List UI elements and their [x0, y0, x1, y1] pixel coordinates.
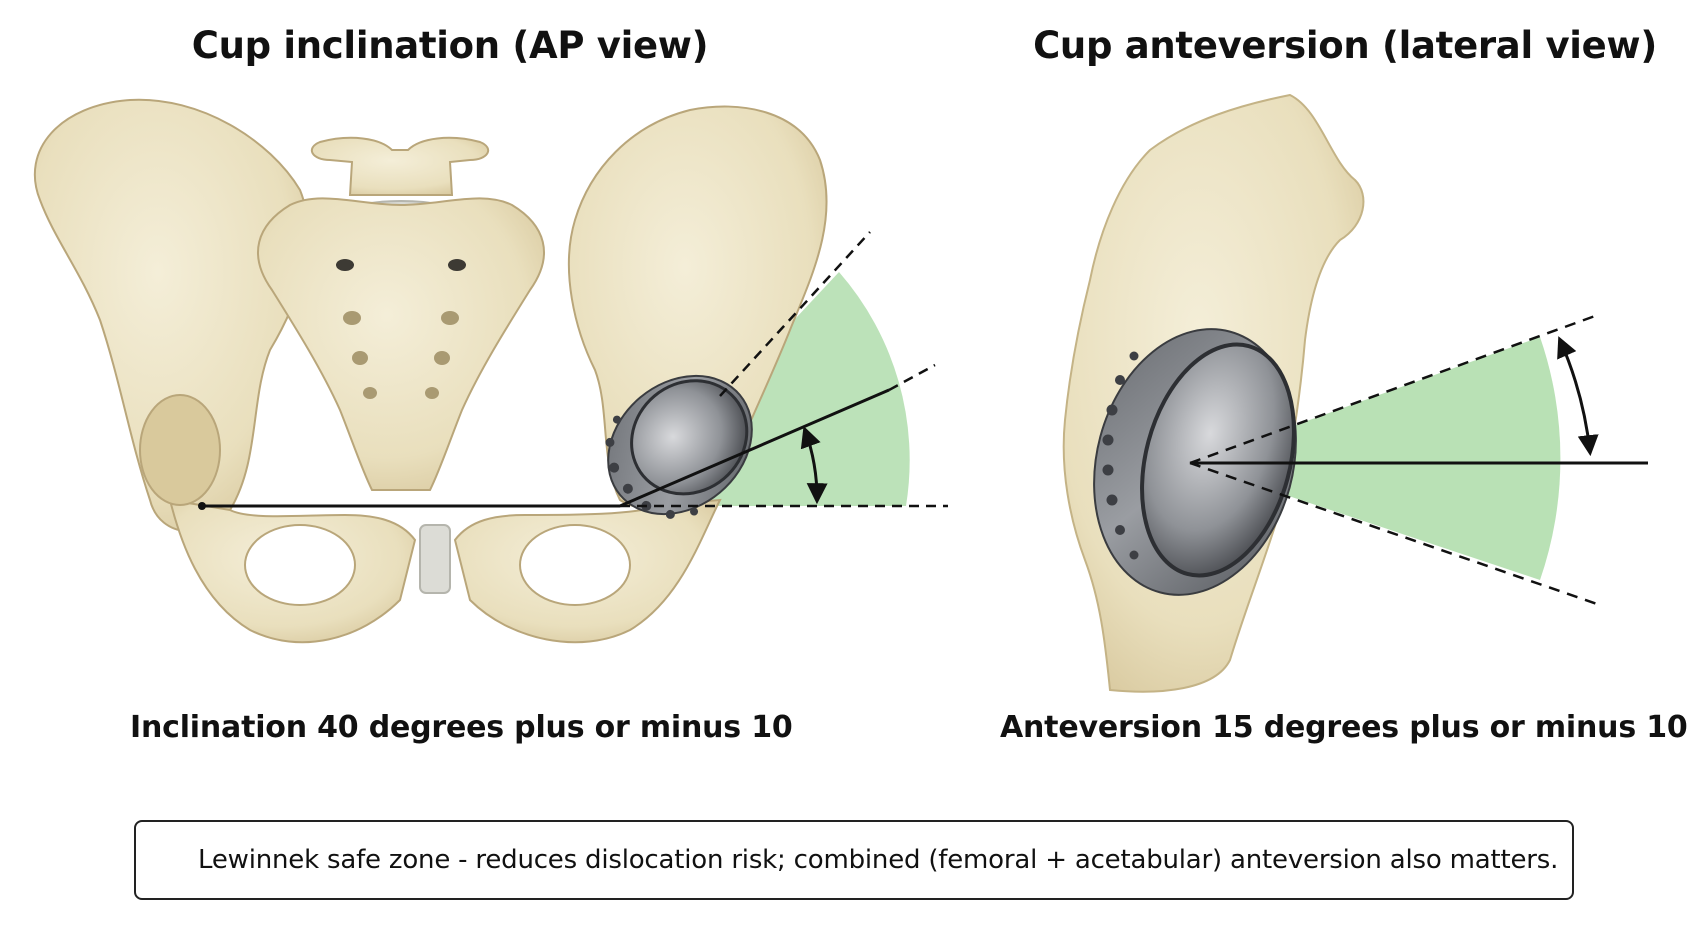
safe-zone-note-text: Lewinnek safe zone - reduces dislocation… — [198, 845, 1559, 875]
left-obturator-foramen — [244, 524, 356, 606]
inclination-cup-axis — [619, 388, 890, 508]
left-ilium — [34, 98, 310, 533]
inclination-panel-title: Cup inclination (AP view) — [191, 24, 709, 67]
anteversion-lower-limit-line — [1189, 461, 1601, 607]
hemipelvis-lateral-illustration — [1062, 93, 1648, 693]
pelvis-ap-illustration — [34, 98, 948, 644]
safe-zone-note-box: Lewinnek safe zone - reduces dislocation… — [134, 820, 1574, 900]
anteversion-angle-arc — [1557, 336, 1599, 457]
inclination-upper-limit-line — [719, 231, 871, 397]
anteversion-safe-zone-wedge — [1190, 337, 1561, 580]
anteversion-panel-title: Cup anteversion (lateral view) — [1033, 24, 1657, 67]
pubic-symphysis — [419, 524, 451, 594]
left-acetabulum — [139, 394, 221, 506]
right-obturator-foramen — [519, 524, 631, 606]
sacrum — [257, 197, 545, 491]
sacral-foramina — [336, 259, 466, 399]
acetabular-cup-ap — [605, 374, 753, 519]
inclination-caption: Inclination 40 degrees plus or minus 10 — [130, 710, 793, 745]
anteversion-caption: Anteversion 15 degrees plus or minus 10 — [1000, 710, 1688, 745]
inclination-angle-arc — [800, 426, 828, 505]
anteversion-upper-limit-line — [1189, 314, 1596, 465]
